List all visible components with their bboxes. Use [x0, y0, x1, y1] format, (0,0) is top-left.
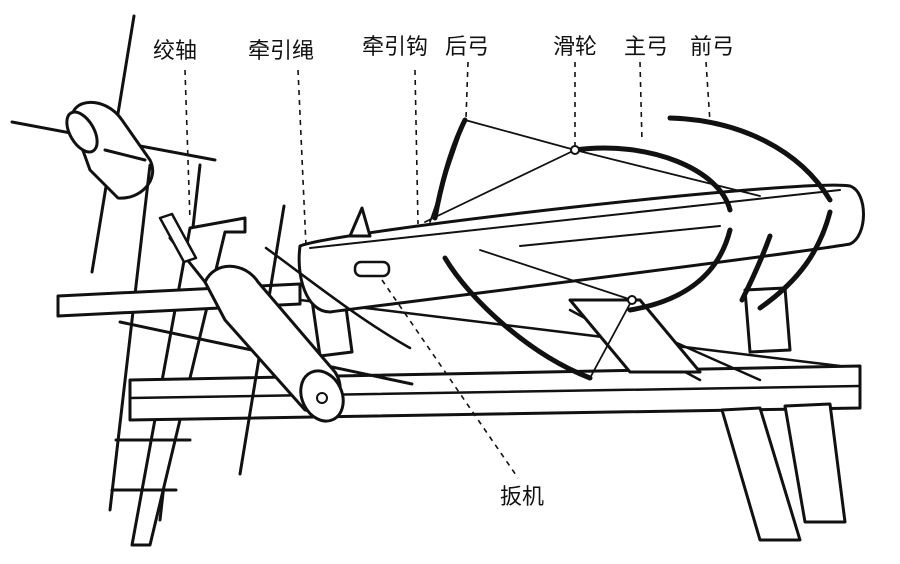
label-hook: 牵引钩	[362, 35, 428, 60]
label-rear-bow: 后弓	[445, 35, 489, 60]
label-winch: 绞轴	[153, 39, 197, 64]
rear-winch	[10, 14, 217, 274]
leader-lines	[184, 61, 711, 479]
label-trigger: 扳机	[500, 485, 544, 510]
rear-bow	[432, 117, 593, 381]
main-bow	[572, 145, 733, 313]
label-rope: 牵引绳	[248, 39, 314, 64]
bow-strings	[424, 119, 761, 379]
diagram-labels: 绞轴 牵引绳 牵引钩 后弓 滑轮 主弓 前弓 扳机	[153, 35, 734, 510]
front-bow	[667, 115, 833, 311]
pulley-icon	[570, 145, 580, 155]
front-winch	[118, 204, 414, 476]
label-pulley: 滑轮	[553, 35, 597, 60]
label-front-bow: 前弓	[690, 35, 734, 60]
crossbow-stock	[297, 183, 865, 314]
label-main-bow: 主弓	[624, 35, 668, 60]
